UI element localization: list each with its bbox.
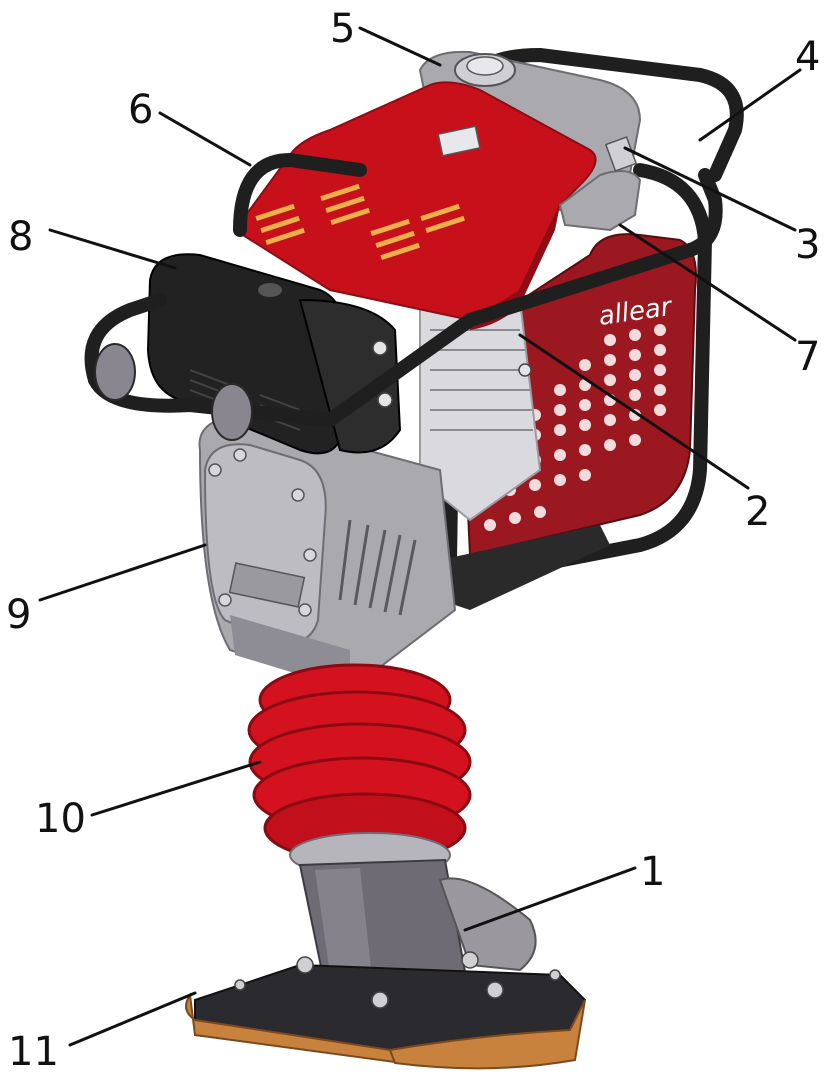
callout-8: 8 — [8, 214, 33, 260]
leader-4 — [698, 68, 802, 142]
leader-lines — [38, 26, 802, 1047]
gearbox-housing — [198, 413, 457, 692]
foot-shoe — [185, 951, 587, 1070]
callout-2: 2 — [745, 489, 770, 535]
frame-bolts — [372, 340, 532, 408]
leader-11 — [68, 991, 197, 1047]
engine-base-plate — [440, 525, 610, 610]
callout-11: 11 — [8, 1029, 59, 1075]
callout-3: 3 — [795, 222, 820, 268]
leader-7 — [618, 223, 797, 342]
callout-9: 9 — [6, 592, 31, 638]
callout-6: 6 — [128, 87, 153, 133]
callout-10: 10 — [35, 796, 86, 842]
leader-2 — [518, 333, 750, 490]
leader-6 — [158, 111, 252, 167]
callout-labels: 1 2 3 4 5 6 7 8 9 10 11 — [6, 6, 820, 1075]
leader-8 — [48, 228, 177, 270]
leader-1 — [463, 866, 637, 932]
callout-5: 5 — [330, 6, 355, 52]
callout-7: 7 — [795, 334, 820, 380]
leader-9 — [38, 543, 207, 602]
leader-10 — [90, 760, 262, 817]
handle-grips — [94, 343, 253, 441]
callout-1: 1 — [640, 849, 665, 895]
control-housing — [558, 136, 642, 232]
engine-block — [419, 299, 542, 522]
leader-3 — [623, 146, 797, 232]
leader-5 — [358, 26, 442, 67]
bellows — [247, 663, 472, 878]
callout-4: 4 — [795, 34, 820, 80]
